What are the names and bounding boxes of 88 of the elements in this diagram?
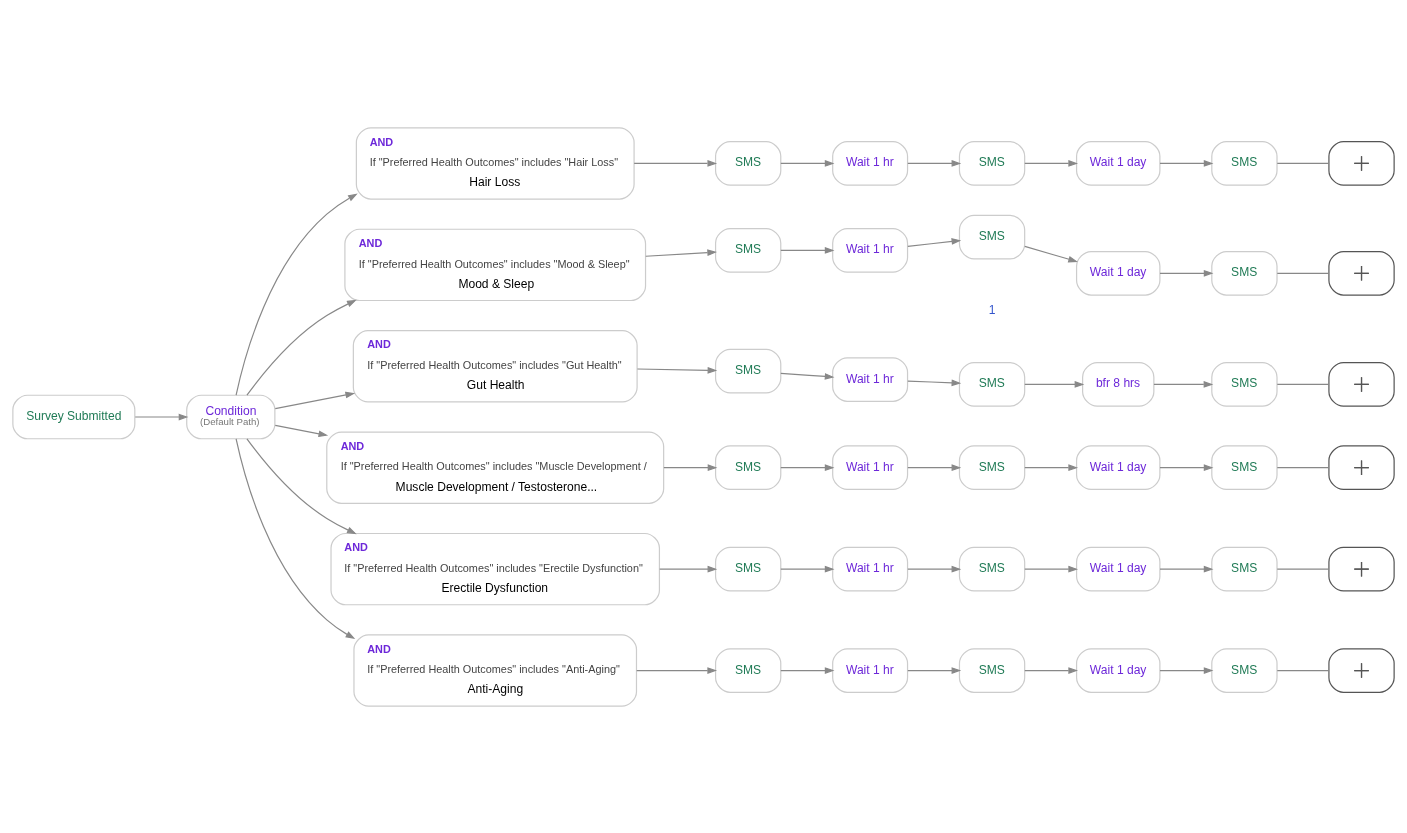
label: 1 xyxy=(988,302,996,317)
arrow xyxy=(246,299,357,396)
node-box: SMS xyxy=(714,348,782,393)
arrow xyxy=(780,159,835,167)
arrow xyxy=(907,378,962,386)
node-box: Wait 1 day xyxy=(1075,647,1161,693)
node-box: SMS xyxy=(714,647,782,693)
node-box: Wait 1 day xyxy=(1075,140,1161,186)
arrow xyxy=(907,463,962,471)
arrow xyxy=(1024,565,1079,573)
node-box: SMS xyxy=(958,361,1026,407)
node-plus xyxy=(1328,647,1395,693)
arrow xyxy=(1024,666,1079,674)
connector xyxy=(1276,383,1330,385)
arrow xyxy=(780,666,835,674)
arrow xyxy=(1024,380,1085,388)
connector xyxy=(1276,272,1330,274)
node-box: SMS xyxy=(714,444,782,490)
arrow xyxy=(1153,380,1214,388)
node-box: AND If "Preferred Health Outcomes" includes "Erectile Dysfunction" Erectile Dysfunction xyxy=(330,532,661,605)
node-box: Wait 1 day xyxy=(1075,546,1161,591)
arrow xyxy=(246,437,357,534)
arrow xyxy=(274,424,329,437)
arrow xyxy=(274,391,356,409)
node-box: SMS xyxy=(714,140,782,186)
arrow xyxy=(1024,463,1078,471)
node-box: Wait 1 hr xyxy=(832,546,909,591)
node-box: Survey Submitted xyxy=(12,394,136,439)
node-box: Wait 1 hr xyxy=(832,227,909,273)
node-box: SMS xyxy=(1211,140,1278,186)
arrow xyxy=(636,666,718,674)
arrow xyxy=(645,248,717,257)
arrow xyxy=(1159,269,1214,277)
node-box: bfr 8 hrs xyxy=(1082,361,1155,407)
node-box: Wait 1 hr xyxy=(832,140,909,186)
node-box: SMS xyxy=(958,140,1026,186)
node-box: AND If "Preferred Health Outcomes" includes "Muscle Development / Muscle Development / Testosterone... xyxy=(326,431,665,504)
node-box: Wait 1 day xyxy=(1075,250,1161,296)
node-box: AND If "Preferred Health Outcomes" includes "Mood & Sleep" Mood & Sleep xyxy=(344,228,647,301)
arrow xyxy=(633,159,718,167)
arrow xyxy=(907,666,962,674)
arrow xyxy=(907,565,962,573)
connector xyxy=(1276,466,1330,468)
arrow xyxy=(780,565,835,573)
node-box: Condition (Default Path) xyxy=(186,394,276,439)
node-box: AND If "Preferred Health Outcomes" includes "Anti-Aging" Anti-Aging xyxy=(353,633,638,707)
connector xyxy=(1276,568,1330,570)
arrow xyxy=(1159,159,1214,167)
node-plus xyxy=(1328,250,1395,296)
node-box: SMS xyxy=(1211,444,1278,490)
node-box: SMS xyxy=(958,647,1026,693)
node-box: SMS xyxy=(714,546,782,591)
node-plus xyxy=(1328,140,1395,186)
node-box: SMS xyxy=(714,227,782,273)
connector xyxy=(1276,669,1330,671)
arrow xyxy=(907,237,962,247)
node-plus xyxy=(1328,444,1395,490)
node-box: SMS xyxy=(1211,647,1278,693)
arrow xyxy=(780,246,835,254)
node-plus xyxy=(1328,546,1395,591)
node-box: AND If "Preferred Health Outcomes" includes "Gut Health" Gut Health xyxy=(352,329,638,402)
node-box: Wait 1 hr xyxy=(832,647,909,693)
arrow xyxy=(907,159,962,167)
node-box: AND If "Preferred Health Outcomes" includes "Hair Loss" Hair Loss xyxy=(355,126,635,200)
arrow xyxy=(1159,666,1214,674)
node-box: SMS xyxy=(1211,361,1278,407)
node-box: Wait 1 hr xyxy=(832,356,909,402)
connector xyxy=(1276,162,1330,164)
arrow xyxy=(1159,463,1214,471)
node-box: SMS xyxy=(958,444,1026,490)
arrow xyxy=(663,463,718,471)
node-box: SMS xyxy=(958,546,1026,591)
arrow xyxy=(1024,159,1079,167)
node-plus xyxy=(1328,361,1395,407)
node-box: SMS xyxy=(958,214,1026,259)
arrow xyxy=(780,463,835,471)
arrow xyxy=(636,366,718,374)
arrow xyxy=(235,437,356,639)
arrow xyxy=(1024,245,1078,262)
node-box: SMS xyxy=(1211,546,1278,591)
node-box: Wait 1 day xyxy=(1075,444,1161,490)
arrow xyxy=(134,413,189,420)
arrow xyxy=(780,372,835,380)
node-box: Wait 1 hr xyxy=(832,444,909,490)
arrow xyxy=(235,193,358,396)
node-box: SMS xyxy=(1211,250,1278,296)
arrow xyxy=(659,565,718,573)
arrow xyxy=(1159,565,1214,573)
